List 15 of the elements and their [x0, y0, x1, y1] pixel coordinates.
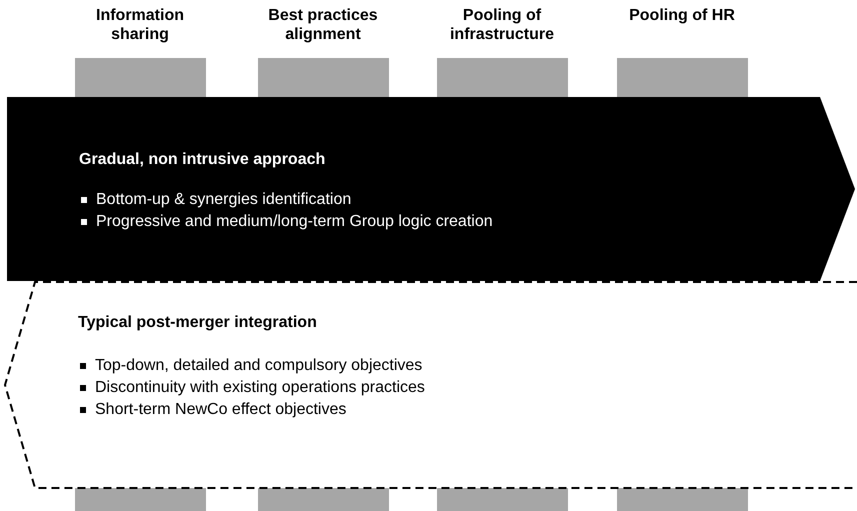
column-heading: Pooling of HR	[628, 6, 736, 25]
column-heading: Pooling of infrastructure	[448, 6, 556, 44]
bullet-item: Top-down, detailed and compulsory objectives	[78, 356, 422, 376]
band-heading: Typical post-merger integration	[78, 313, 317, 333]
bullet-item: Bottom-up & synergies identification	[79, 190, 352, 210]
column-bar	[258, 486, 389, 511]
bullet-item: Progressive and medium/long-term Group logic creation	[79, 212, 493, 232]
band-heading: Gradual, non intrusive approach	[79, 150, 326, 170]
bullet-item: Discontinuity with existing operations practices	[78, 378, 425, 398]
column-bar	[617, 486, 748, 511]
column-bar	[75, 486, 206, 511]
bullet-item: Short-term NewCo effect objectives	[78, 400, 346, 420]
column-bar	[437, 486, 568, 511]
column-heading: Best practices alignment	[267, 6, 379, 44]
column-heading: Information sharing	[95, 6, 185, 44]
